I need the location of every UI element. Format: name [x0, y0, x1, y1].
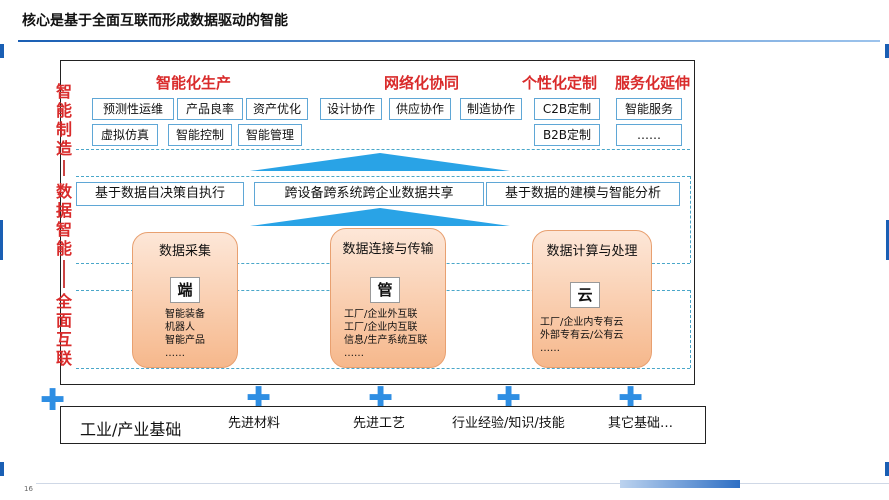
- list-item: 工厂/企业内互联: [344, 322, 418, 333]
- right-edge-decoration: [885, 44, 889, 58]
- box-design-collaboration: 设计协作: [320, 98, 382, 120]
- foundation-bar: [60, 406, 706, 444]
- pillar-items: 工厂/企业外互联 工厂/企业内互联 信息/生产系统互联 ……: [344, 308, 427, 360]
- pillar-title: 数据采集: [158, 244, 211, 259]
- category-networked-collaboration: 网络化协同: [384, 74, 460, 92]
- box-b2b-customization: B2B定制: [534, 124, 600, 146]
- side-separator: [63, 160, 65, 176]
- layer-divider: [76, 149, 690, 150]
- right-edge-decoration: [885, 462, 889, 476]
- pillar-title: 数据计算与处理: [546, 244, 638, 259]
- bar-cross-system-data-sharing: 跨设备跨系统跨企业数据共享: [254, 182, 484, 206]
- list-item: 智能产品: [165, 335, 205, 346]
- pillar-chip-pipe: 管: [370, 277, 400, 303]
- category-personalized-customization: 个性化定制: [522, 74, 598, 92]
- box-smart-management: 智能管理: [238, 124, 302, 146]
- pillar-chip-cloud: 云: [570, 282, 600, 308]
- list-item: ……: [540, 343, 560, 354]
- box-predictive-maintenance: 预测性运维: [92, 98, 174, 120]
- box-smart-control: 智能控制: [168, 124, 232, 146]
- pillar-chip-edge: 端: [170, 277, 200, 303]
- side-label-data-intelligence: 数 据 智 能: [55, 182, 72, 258]
- box-smart-service: 智能服务: [616, 98, 682, 120]
- category-intelligent-production: 智能化生产: [156, 74, 232, 92]
- foundation-item: 其它基础…: [608, 416, 674, 431]
- title-underline: [18, 40, 880, 42]
- list-item: 智能装备: [165, 309, 205, 320]
- list-item: 工厂/企业内专有云: [540, 317, 624, 328]
- layer-divider: [690, 290, 691, 368]
- slide-title: 核心是基于全面互联而形成数据驱动的智能: [22, 13, 288, 29]
- box-virtual-simulation: 虚拟仿真: [92, 124, 158, 146]
- list-item: 外部专有云/公有云: [540, 330, 624, 341]
- bar-autonomous-decision: 基于数据自决策自执行: [76, 182, 244, 206]
- pillar-items: 智能装备 机器人 智能产品 ……: [165, 308, 205, 360]
- side-separator: [63, 260, 65, 288]
- box-asset-optimization: 资产优化: [246, 98, 308, 120]
- list-item: 机器人: [165, 322, 195, 333]
- foundation-item: 先进材料: [228, 416, 281, 431]
- list-item: 信息/生产系统互联: [344, 335, 428, 346]
- foundation-main: 工业/产业基础: [80, 420, 182, 439]
- layer-divider: [76, 176, 690, 177]
- bar-data-modeling-analysis: 基于数据的建模与智能分析: [486, 182, 680, 206]
- box-product-yield: 产品良率: [177, 98, 243, 120]
- side-label-smart-manufacturing: 智 能 制 造: [55, 82, 72, 158]
- pillar-title: 数据连接与传输: [342, 242, 434, 257]
- list-item: ……: [344, 348, 364, 359]
- box-manufacturing-collaboration: 制造协作: [460, 98, 522, 120]
- left-edge-decoration: [0, 462, 4, 476]
- list-item: 工厂/企业外互联: [344, 309, 418, 320]
- footer-decoration: [620, 480, 740, 488]
- right-edge-decoration: [886, 220, 889, 260]
- layer-divider: [76, 368, 690, 369]
- upward-arrow-shape: [250, 208, 510, 226]
- page-number: 16: [24, 485, 33, 493]
- box-supply-collaboration: 供应协作: [389, 98, 451, 120]
- left-edge-decoration: [0, 220, 3, 260]
- box-ellipsis: ……: [616, 124, 682, 146]
- list-item: ……: [165, 348, 185, 359]
- box-c2b-customization: C2B定制: [534, 98, 600, 120]
- foundation-item: 先进工艺: [353, 416, 406, 431]
- layer-divider: [690, 176, 691, 263]
- footer-line: [36, 483, 889, 484]
- category-service-extension: 服务化延伸: [615, 74, 691, 92]
- pillar-items: 工厂/企业内专有云 外部专有云/公有云 ……: [540, 316, 623, 355]
- side-label-full-interconnection: 全 面 互 联: [55, 292, 72, 368]
- upward-arrow-shape: [250, 153, 510, 171]
- left-edge-decoration: [0, 44, 4, 58]
- foundation-item: 行业经验/知识/技能: [452, 416, 565, 431]
